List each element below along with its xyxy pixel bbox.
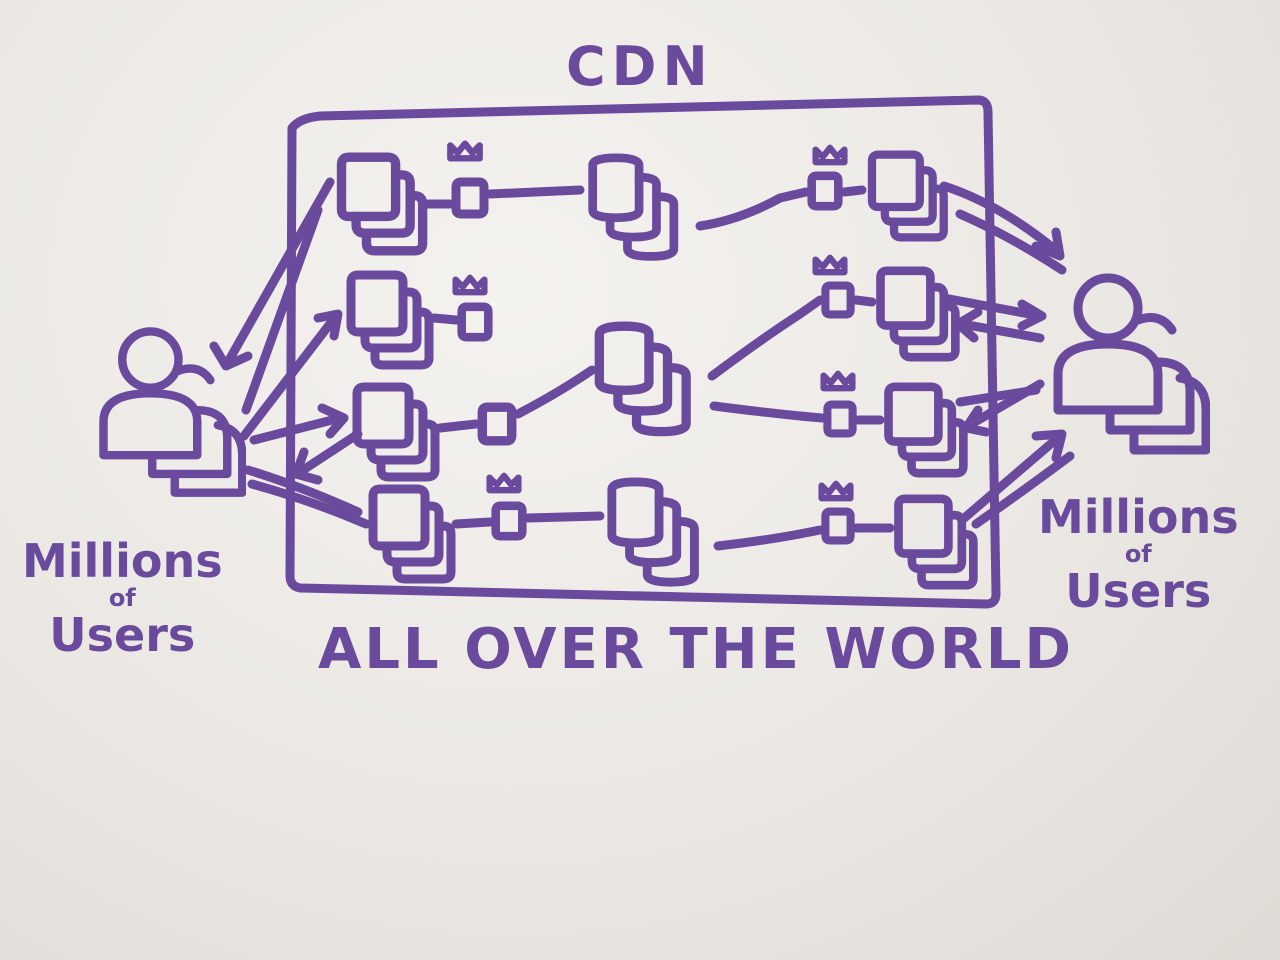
server-icon bbox=[351, 275, 429, 365]
crown-icon bbox=[816, 148, 845, 162]
crown-icon bbox=[824, 374, 853, 388]
users-label-line-2: of bbox=[108, 584, 136, 612]
user-group-icon bbox=[1058, 278, 1206, 450]
users-label-line-1: Millions bbox=[1038, 490, 1239, 544]
server-icon bbox=[880, 271, 955, 357]
cache-node-icon bbox=[812, 176, 839, 206]
cache-node-icon bbox=[482, 407, 511, 441]
cache-node-icon bbox=[462, 307, 489, 337]
database-icon bbox=[593, 158, 674, 257]
cdn-row-4 bbox=[373, 476, 973, 585]
cdn-row-3 bbox=[357, 295, 963, 477]
left-user-connections bbox=[209, 177, 371, 529]
crown-icon bbox=[456, 278, 485, 292]
right-user-connections bbox=[939, 181, 1075, 529]
cache-node-icon bbox=[825, 512, 850, 541]
cache-node-icon bbox=[496, 506, 523, 536]
cache-node-icon bbox=[456, 182, 484, 214]
server-icon bbox=[373, 489, 451, 579]
cdn-boundary bbox=[285, 95, 1001, 609]
footer-caption: ALL OVER THE WORLD bbox=[318, 617, 1074, 682]
crown-icon bbox=[816, 258, 845, 272]
users-label-left: Millions of Users bbox=[22, 538, 223, 658]
server-icon bbox=[898, 499, 973, 585]
database-icon bbox=[599, 326, 686, 431]
server-icon bbox=[872, 155, 944, 238]
cache-node-icon bbox=[827, 405, 852, 434]
cache-node-icon bbox=[825, 286, 850, 315]
crown-icon bbox=[822, 484, 851, 498]
users-label-line-3: Users bbox=[49, 608, 196, 662]
users-label-line-2: of bbox=[1124, 540, 1152, 568]
users-label-right: Millions of Users bbox=[1038, 494, 1239, 614]
cdn-title: CDN bbox=[566, 35, 714, 98]
crown-icon bbox=[450, 144, 479, 159]
cdn-row-1 bbox=[342, 144, 944, 257]
database-icon bbox=[612, 482, 695, 582]
server-icon bbox=[357, 387, 435, 477]
crown-icon bbox=[490, 476, 519, 490]
cdn-row-2 bbox=[351, 258, 955, 365]
users-label-line-1: Millions bbox=[22, 534, 223, 588]
server-icon bbox=[888, 387, 963, 473]
server-icon bbox=[342, 157, 423, 251]
users-label-line-3: Users bbox=[1065, 564, 1212, 618]
